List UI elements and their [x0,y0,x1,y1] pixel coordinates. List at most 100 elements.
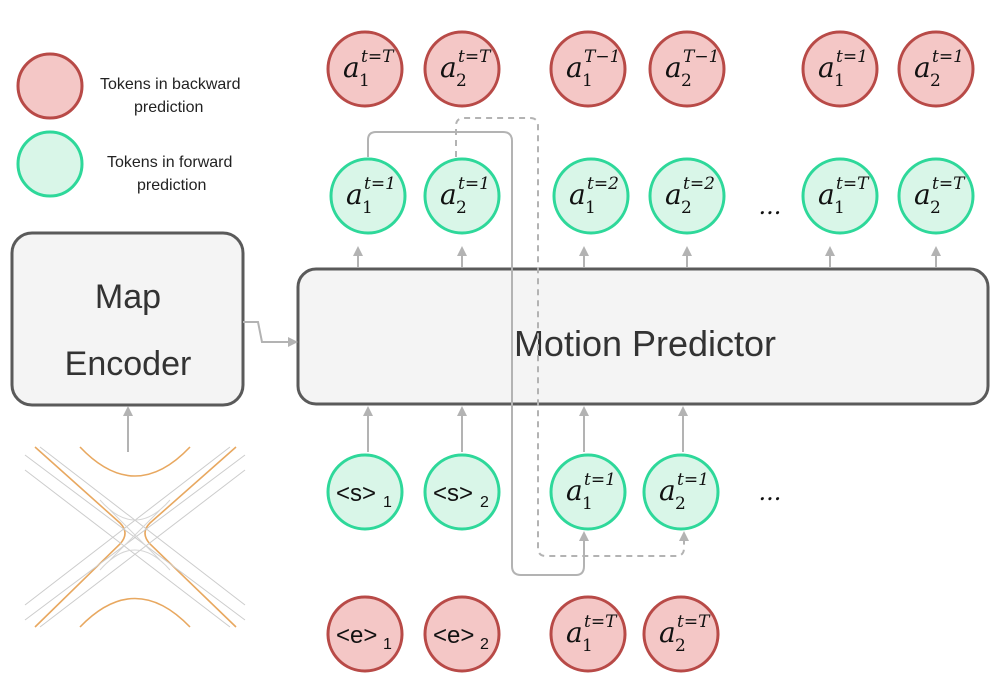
token-symbol: a [566,51,583,84]
token-symbol: a [569,178,586,211]
road-edge [34,446,126,628]
token-symbol: a [346,178,363,211]
token-circle [648,157,726,235]
token-superscript: t=T [361,47,395,67]
lane-line [99,499,171,571]
token-superscript: t=T [836,174,870,194]
token-symbol: a [665,51,682,84]
legend-backward-label-line1: Tokens in backward [100,76,241,93]
token-subscript: 1 [834,198,845,218]
token-circle [897,157,975,235]
token-subscript: 2 [930,198,941,218]
token-superscript: t=T [584,612,618,632]
token-superscript: T−1 [584,47,620,67]
token-superscript: t=1 [364,174,396,194]
token-superscript: t=1 [836,47,868,67]
token-symbol: a [343,51,360,84]
token-subscript: 1 [582,636,593,656]
token-subscript: 1 [582,71,593,91]
feedback-connector-solid [367,131,589,576]
token-subscript: 1 [383,494,392,511]
map-encoder: Map Encoder [10,231,245,407]
token-subscript: 1 [362,198,373,218]
legend-backward-swatch [16,52,84,120]
token-symbol: <e> [433,622,474,649]
token-circle [897,30,975,108]
token-circle [642,595,720,673]
token-superscript: t=T [932,174,966,194]
motion-predictor-label: Motion Predictor [514,323,776,364]
legend-forward-label-line1: Tokens in forward [107,154,232,171]
token-superscript: t=2 [587,174,619,194]
motion-predictor-box [296,267,990,406]
encoder-to-predictor-arrow [243,321,298,347]
token-symbol: <s> [433,480,473,507]
ellipsis-output-row: ... [759,192,782,220]
token-superscript: t=1 [458,174,490,194]
token-superscript: T−1 [683,47,719,67]
token-circle [801,157,879,235]
token-superscript: t=1 [932,47,964,67]
map-encoder-label-line2: Encoder [65,345,192,383]
token-circle [648,30,726,108]
token-superscript: t=T [458,47,492,67]
token-circle [423,595,501,673]
map-intersection-sketch [24,446,246,628]
legend-backward-label-line2: prediction [134,99,203,116]
token-symbol: a [566,616,583,649]
token-circle [642,453,720,531]
token-symbol: <e> [336,622,377,649]
token-circle [423,30,501,108]
road-edge [144,446,237,628]
token-subscript: 1 [585,198,596,218]
legend-forward-label-line2: prediction [137,177,206,194]
token-subscript: 1 [383,636,392,653]
token-symbol: a [665,178,682,211]
token-circle [552,157,630,235]
token-subscript: 2 [681,71,692,91]
map-encoder-box [10,231,245,407]
token-circle [549,595,627,673]
token-subscript: 2 [675,494,686,514]
token-circle [549,453,627,531]
token-symbol: a [440,178,457,211]
token-circle [801,30,879,108]
token-subscript: 1 [834,71,845,91]
lane-line [24,446,246,628]
token-circle [326,453,404,531]
token-subscript: 2 [480,494,489,511]
road-edge [79,446,191,477]
token-symbol: a [914,178,931,211]
token-circle [326,30,404,108]
input-arrows [363,406,688,452]
input-forward-token: <s>1 [326,453,404,531]
token-subscript: 2 [930,71,941,91]
token-superscript: t=2 [683,174,715,194]
token-subscript: 2 [480,636,489,653]
legend: Tokens in backward prediction Tokens in … [16,52,241,198]
token-superscript: t=1 [584,470,616,490]
token-symbol: a [659,474,676,507]
road-edge [79,597,191,628]
token-superscript: t=1 [677,470,709,490]
output-arrows [353,246,941,267]
ellipsis-input-row: ... [759,478,782,506]
legend-forward-swatch [16,130,84,198]
